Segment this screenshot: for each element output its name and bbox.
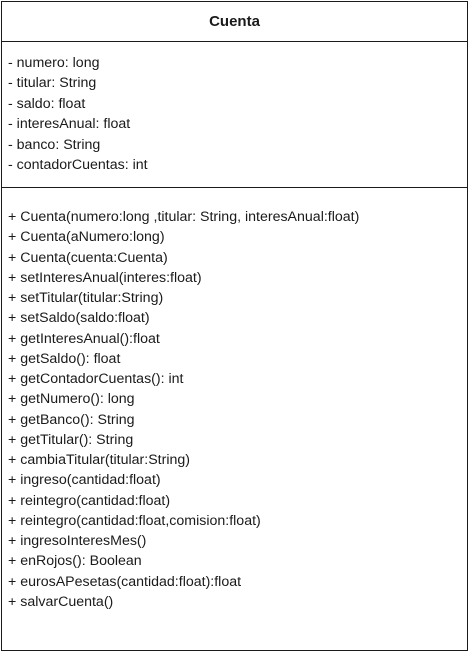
methods-compartment: + Cuenta(numero:long ,titular: String, i… [2,188,467,612]
attribute: - numero: long [8,55,100,71]
method: + setInteresAnual(interes:float) [8,269,202,286]
method: + setSaldo(saldo:float) [8,310,150,327]
method: + enRojos(): Boolean [8,553,142,570]
attribute: - interesAnual: float [8,116,131,133]
method: + cambiaTitular(titular:String) [8,452,190,468]
attribute: - titular: String [8,75,97,92]
method: + salvarCuenta() [8,593,114,610]
method: + getTitular(): String [8,431,134,448]
class-name: Cuenta [2,2,467,42]
method: + ingresoInteresMes() [8,533,147,549]
method: + getSaldo(): float [8,350,121,367]
method: + setTitular(titular:String) [8,290,164,306]
method: + getInteresAnual():float [8,330,160,347]
method: + reintegro(cantidad:float) [8,492,171,509]
method: + Cuenta(aNumero:long) [8,229,165,246]
method: + reintegro(cantidad:float,comision:floa… [8,512,261,529]
attribute: - saldo: float [8,95,86,112]
attribute: - contadorCuentas: int [8,156,148,173]
attribute: - banco: String [8,136,101,153]
method: + Cuenta(cuenta:Cuenta) [8,249,168,266]
method: + ingreso(cantidad:float) [8,472,161,489]
method: + getNumero(): long [8,391,135,408]
method: + Cuenta(numero:long ,titular: String, i… [8,209,360,225]
attributes-compartment: - numero: long - titular: String - saldo… [2,42,467,188]
method: + getContadorCuentas(): int [8,371,184,387]
method: + eurosAPesetas(cantidad:float):float [8,573,242,590]
method: + getBanco(): String [8,411,135,428]
